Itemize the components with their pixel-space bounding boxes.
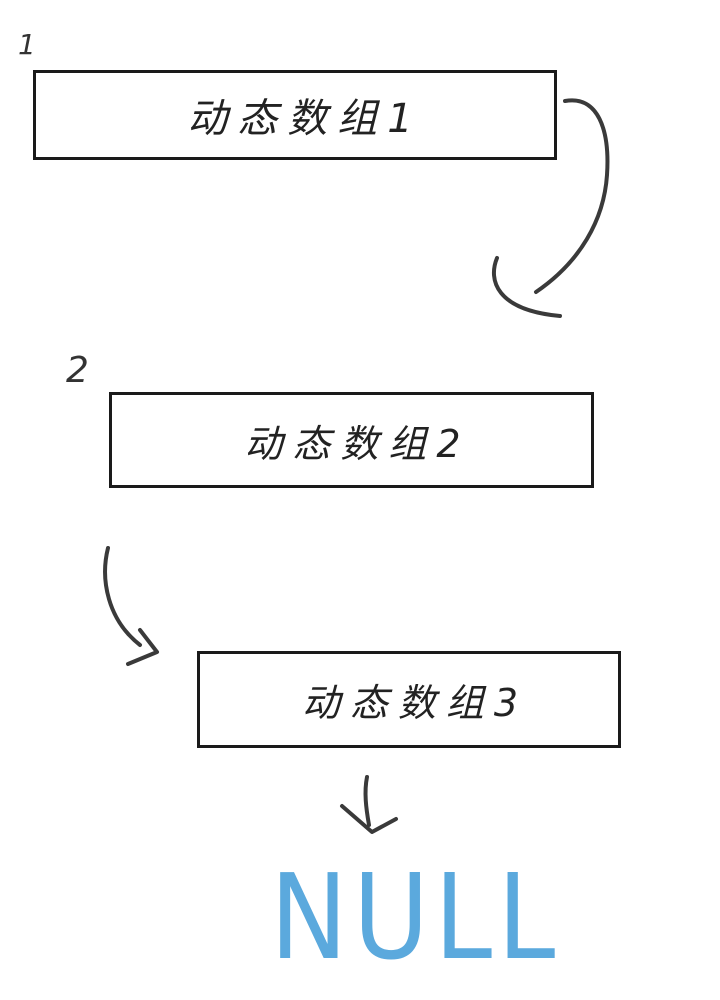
node-label: 动态数组2 <box>244 421 471 466</box>
dynamic-array-node-1: 动态数组1 <box>33 70 557 160</box>
dynamic-array-node-2: 动态数组2 <box>109 392 594 488</box>
arrow-3-to-null <box>363 775 371 827</box>
arrow-2-to-3 <box>103 546 142 647</box>
node-label: 动态数组3 <box>301 681 529 725</box>
node-label: 动态数组1 <box>187 96 423 142</box>
arrow-1-to-2 <box>534 98 610 294</box>
null-terminal: NULL <box>270 848 561 986</box>
index-mark-1: 1 <box>18 28 36 61</box>
dynamic-array-node-3: 动态数组3 <box>197 651 621 748</box>
arrow-3-to-null-head <box>340 804 398 834</box>
index-mark-2: 2 <box>66 350 89 391</box>
arrow-2-to-3-head <box>126 628 159 666</box>
arrow-1-to-2-head <box>492 256 562 318</box>
